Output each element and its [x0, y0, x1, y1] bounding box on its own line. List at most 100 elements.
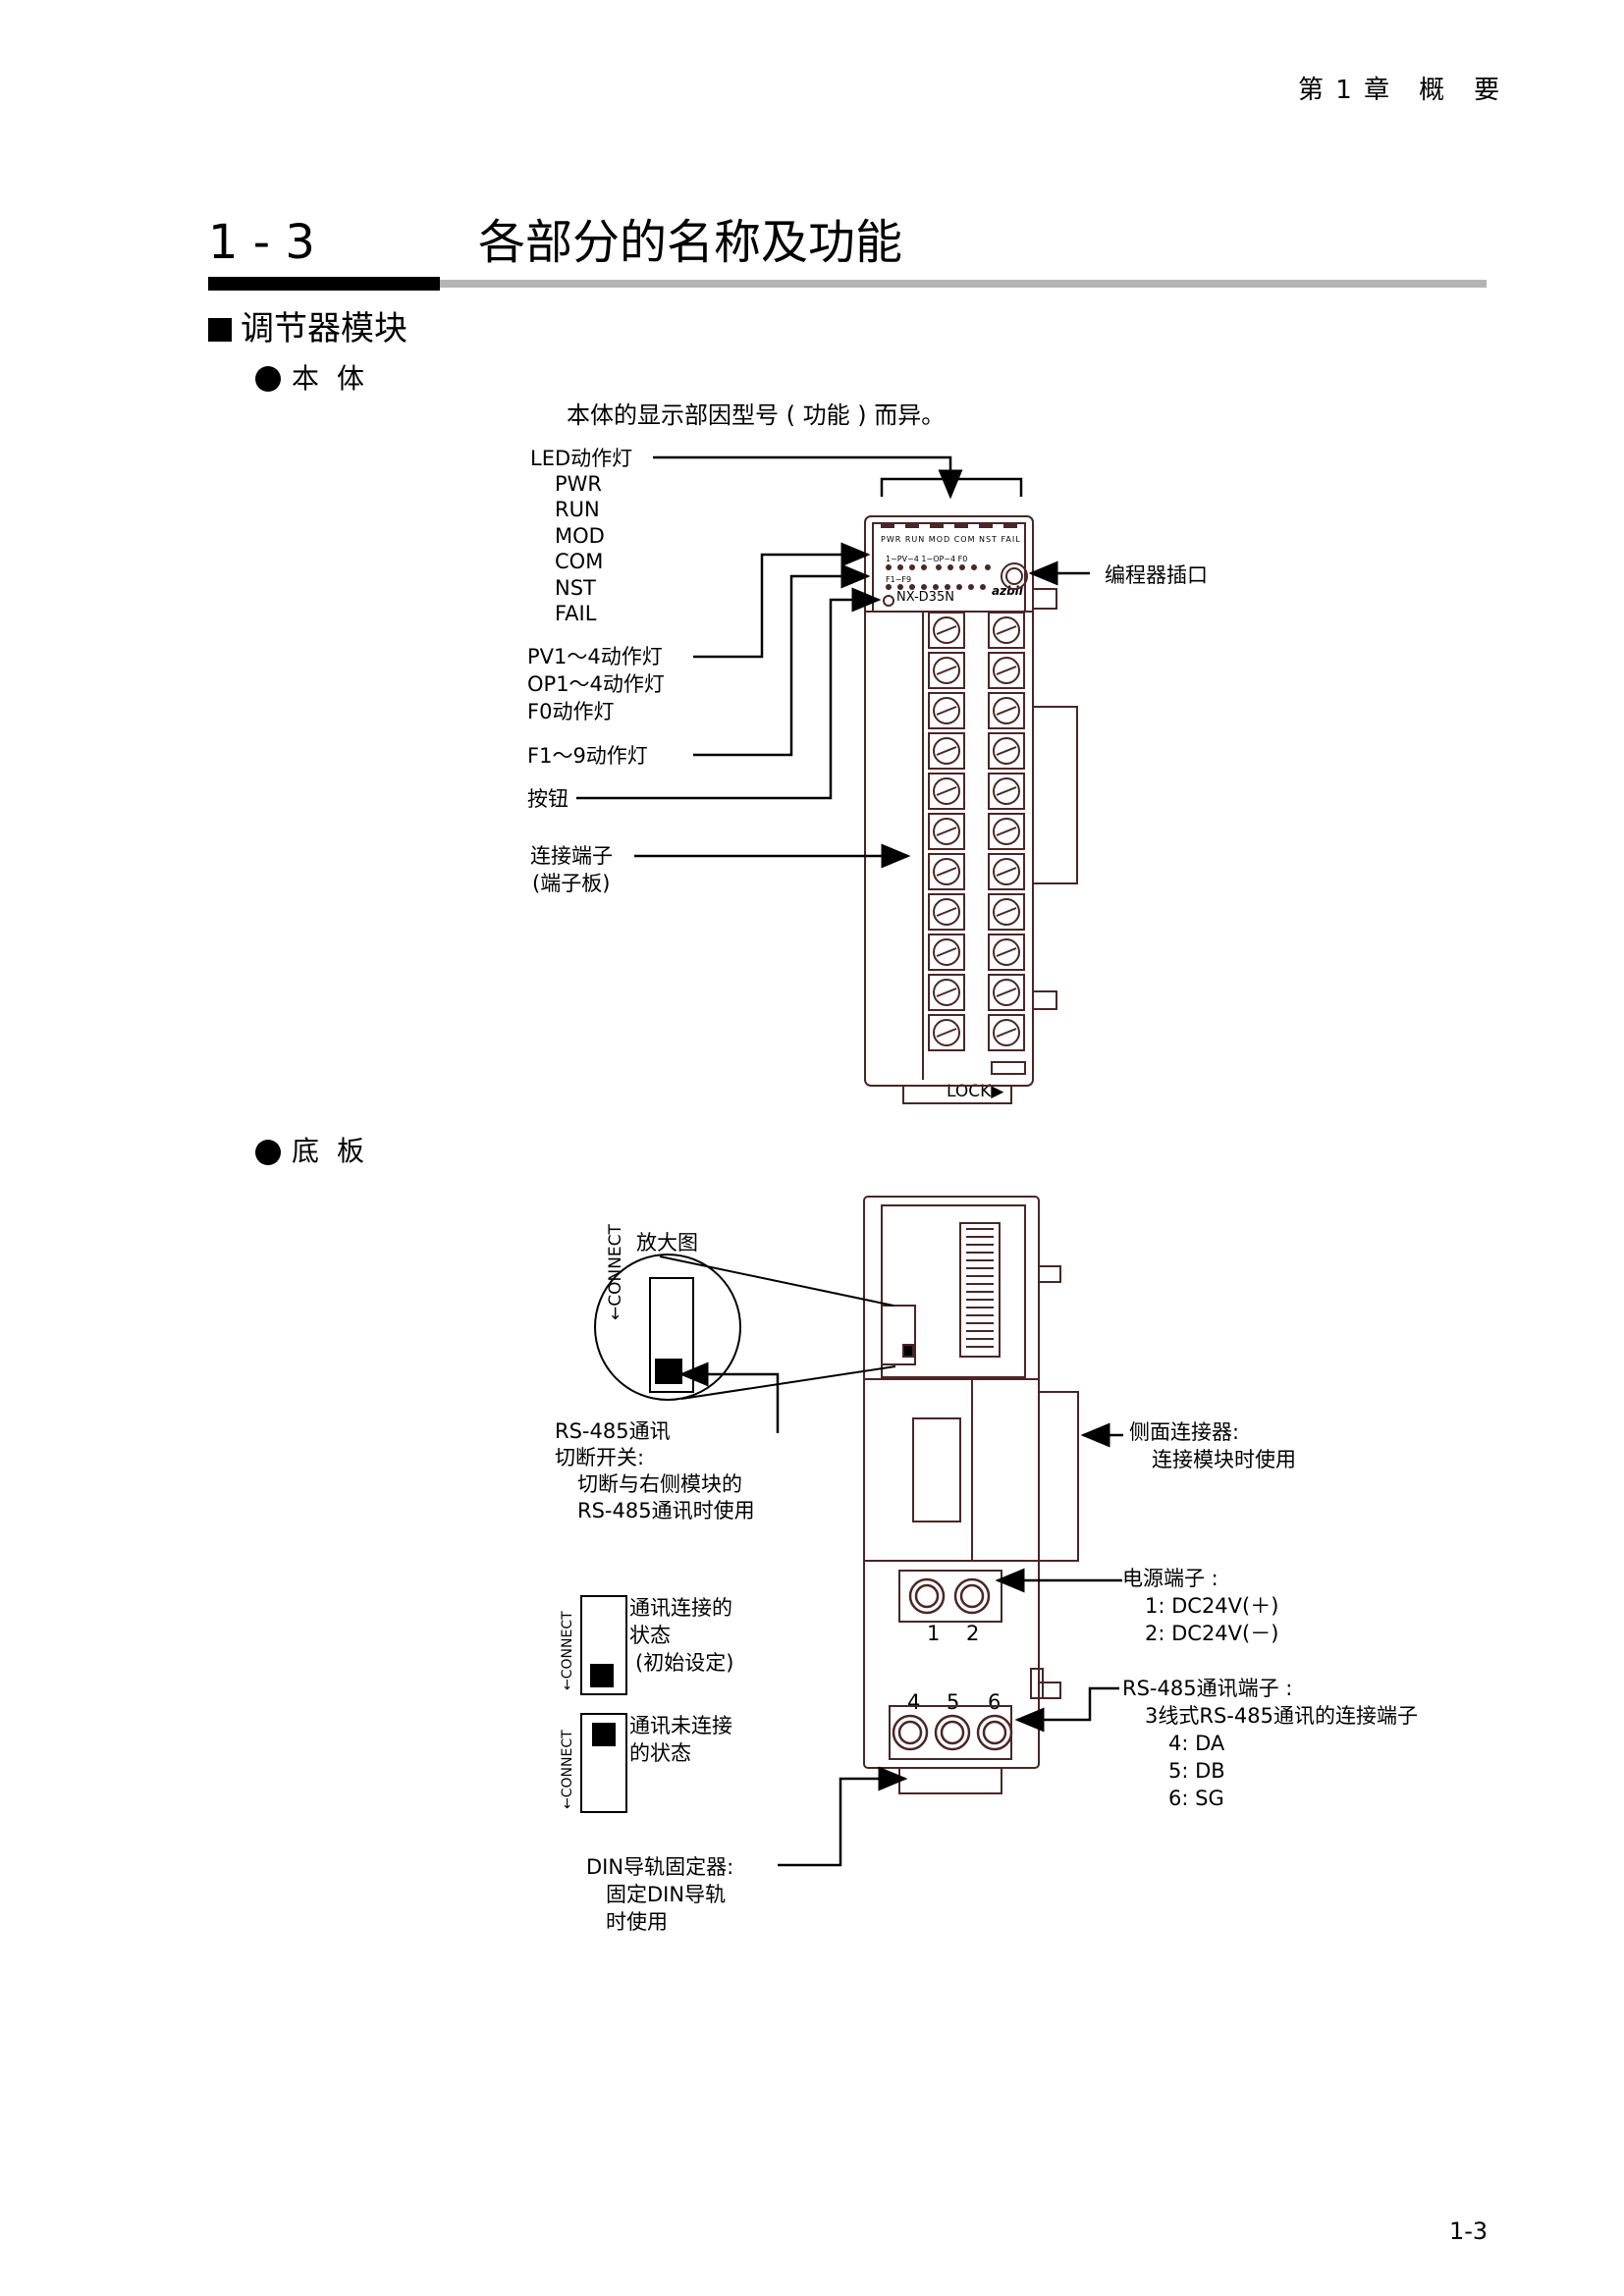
terminal-screw-slot [996, 1028, 1017, 1038]
rs485-switch-desc: RS-485通讯时使用 [577, 1499, 755, 1522]
terminal-number: 2 [966, 1622, 980, 1645]
terminal-screw-head [993, 777, 1020, 805]
state-connected-label: 状态 [629, 1624, 671, 1647]
f0-label: F0动作灯 [527, 700, 615, 723]
terminal-screw [928, 692, 965, 729]
terminal-screw-head [933, 979, 960, 1006]
terminal-screw [928, 853, 965, 890]
led-item: MOD [555, 524, 605, 548]
terminal-screw-head [993, 1019, 1020, 1046]
terminal-screw-slot [936, 867, 957, 877]
terminal-screw-slot [996, 867, 1017, 877]
terminal-screw-head [933, 818, 960, 845]
side-connector-desc: 连接模块时使用 [1152, 1448, 1296, 1471]
f1-9-label: F1～9动作灯 [527, 744, 648, 768]
terminal-screw-head [933, 616, 960, 644]
terminal-screw-head [993, 898, 1020, 926]
rs485-terminal-line: 5: DB [1168, 1759, 1225, 1783]
terminal-screw [928, 652, 965, 689]
terminal-screw [928, 893, 965, 931]
led-item: PWR [555, 472, 603, 496]
terminal-screw-head [993, 858, 1020, 885]
terminal-screw [988, 773, 1025, 810]
terminal-screw-head [993, 616, 1020, 644]
terminal-screw-head [933, 858, 960, 885]
side-connector-label: 侧面连接器: [1129, 1420, 1240, 1444]
terminal-screw-head [993, 697, 1020, 724]
terminal-screw [928, 934, 965, 971]
terminal-number: 4 [907, 1690, 921, 1714]
terminal-number: 5 [947, 1690, 960, 1714]
state-connected-label: 通讯连接的 [629, 1596, 732, 1620]
terminal-screw [988, 652, 1025, 689]
bullet-dot-icon [255, 1140, 281, 1165]
device-model: NX-D35N [896, 590, 954, 605]
device-led-names: PWR RUN MOD COM NST FAIL [881, 535, 1021, 544]
square-bullet-icon [208, 318, 232, 342]
power-terminal-line: 2: DC24V(－) [1145, 1622, 1279, 1645]
terminal-screw [988, 813, 1025, 850]
terminal-screw-head [933, 737, 960, 765]
magnifier-drawing [594, 1254, 896, 1401]
terminal-screw-head [993, 938, 1020, 966]
bullet-dot-icon [255, 366, 281, 392]
rs485-switch-label: RS-485通讯 [555, 1419, 671, 1443]
section-number: 1 - 3 [208, 215, 315, 270]
subsection-title: 调节器模块 [241, 309, 407, 348]
terminal-screw [988, 1014, 1025, 1051]
title-rule-thin [440, 280, 1487, 288]
led-label: LED动作灯 [530, 447, 633, 470]
page-number: 1-3 [1449, 2217, 1489, 2245]
terminal-screw-slot [996, 746, 1017, 756]
power-terminal-title: 电源端子 : [1122, 1567, 1218, 1590]
terminal-screw [988, 893, 1025, 931]
terminal-sub-label: (端子板) [532, 872, 611, 895]
terminal-screw-head [933, 697, 960, 724]
rs485-switch-desc: 切断与右侧模块的 [577, 1472, 742, 1496]
terminal-screw [928, 813, 965, 850]
terminal-screw [928, 1014, 965, 1051]
terminal-screw-slot [936, 907, 957, 917]
terminal-screw [928, 732, 965, 770]
terminal-screw-slot [996, 827, 1017, 836]
state-disconnected-label: 的状态 [629, 1741, 691, 1765]
terminal-screw-slot [936, 706, 957, 716]
power-terminal-line: 1: DC24V(＋) [1145, 1594, 1279, 1618]
chapter-header: 第 1 章 概 要 [1298, 76, 1502, 105]
led-item: COM [555, 550, 604, 573]
title-rule-thick [208, 277, 440, 291]
body-heading: 本体 [292, 362, 383, 395]
terminal-label: 连接端子 [530, 844, 613, 868]
rs485-switch-label: 切断开关: [555, 1446, 645, 1469]
terminal-screw-slot [996, 625, 1017, 635]
terminal-screw-slot [936, 947, 957, 957]
terminal-screw-head [933, 657, 960, 684]
terminal-number: 6 [988, 1690, 1001, 1714]
rs485-terminal-line: 3线式RS-485通讯的连接端子 [1145, 1704, 1418, 1728]
terminal-screw-head [993, 979, 1020, 1006]
device-row2-text: F1~F9 [886, 575, 912, 584]
terminal-screw-slot [996, 706, 1017, 716]
terminal-screw-slot [936, 666, 957, 675]
terminal-screw-slot [996, 988, 1017, 997]
terminal-screw [988, 612, 1025, 649]
din-desc: 时使用 [606, 1910, 668, 1934]
base-heading: 底板 [292, 1135, 383, 1167]
terminal-screw-slot [936, 746, 957, 756]
terminal-number: 1 [927, 1622, 941, 1645]
terminal-screw [988, 853, 1025, 890]
lock-label: LOCK▶ [947, 1082, 1004, 1101]
rs485-terminal-line: 6: SG [1168, 1787, 1224, 1810]
rs485-terminal-title: RS-485通讯端子 : [1122, 1677, 1293, 1700]
led-item: RUN [555, 498, 600, 521]
terminal-screw-slot [996, 907, 1017, 917]
op-label: OP1～4动作灯 [527, 672, 665, 696]
terminal-screw-slot [996, 947, 1017, 957]
terminal-screw-slot [936, 1028, 957, 1038]
terminal-screw [928, 773, 965, 810]
section-title: 各部分的名称及功能 [478, 215, 903, 270]
terminal-screw-head [933, 777, 960, 805]
pv-label: PV1～4动作灯 [527, 645, 663, 668]
terminal-screw-slot [936, 786, 957, 796]
